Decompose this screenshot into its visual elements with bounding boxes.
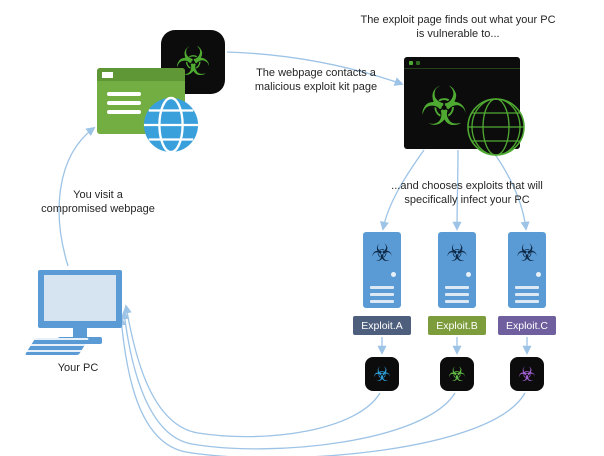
exploit-server-c-icon: ☣ — [508, 232, 546, 308]
window-dot-icon — [409, 61, 413, 65]
biohazard-icon: ☣ — [516, 239, 538, 267]
arrow-page-to-server-b — [452, 149, 462, 231]
exploit-page-header — [404, 57, 520, 69]
pc-monitor-icon — [38, 270, 122, 328]
server-line — [370, 286, 394, 289]
browser-header — [97, 68, 185, 81]
arrow-webpage-to-exploitpage — [226, 51, 404, 86]
globe-icon — [143, 96, 199, 154]
server-line — [515, 286, 539, 289]
server-line — [445, 286, 469, 289]
payload-a-icon: ☣ — [365, 357, 399, 391]
server-dot — [391, 272, 396, 277]
caption-your-pc: Your PC — [57, 362, 99, 374]
server-line — [445, 293, 469, 296]
wireframe-globe-icon — [467, 98, 525, 156]
biohazard-icon: ☣ — [448, 362, 466, 386]
pc-keyboard-icon — [24, 338, 90, 355]
browser-text-line — [107, 110, 141, 114]
caption-exploit-finds: The exploit page finds out what your PC … — [360, 14, 556, 41]
payload-b-icon: ☣ — [440, 357, 474, 391]
exploit-b-label: Exploit.B — [428, 316, 486, 335]
exploit-server-b-icon: ☣ — [438, 232, 476, 308]
pc-screen — [44, 275, 116, 321]
arrow-pc-to-webpage — [58, 126, 96, 267]
biohazard-icon: ☣ — [373, 362, 391, 386]
biohazard-icon: ☣ — [419, 75, 469, 138]
caption-webpage-contacts: The webpage contacts a malicious exploit… — [254, 67, 378, 94]
browser-text-line — [107, 92, 141, 96]
exploit-a-label: Exploit.A — [353, 316, 411, 335]
biohazard-icon: ☣ — [371, 239, 393, 267]
arrow-payload-a-to-pc — [122, 304, 381, 438]
caption-chooses-exploits: ...and chooses exploits that will specif… — [391, 180, 543, 207]
server-line — [445, 300, 469, 303]
biohazard-icon: ☣ — [446, 239, 468, 267]
pc-stand — [73, 328, 87, 337]
exploit-server-a-icon: ☣ — [363, 232, 401, 308]
window-dot-icon — [416, 61, 420, 65]
arrow-page-to-server-c — [491, 149, 530, 231]
arrow-page-to-server-a — [379, 149, 425, 231]
server-line — [370, 300, 394, 303]
server-dot — [536, 272, 541, 277]
caption-you-visit: You visit a compromised webpage — [41, 189, 155, 216]
biohazard-icon: ☣ — [518, 362, 536, 386]
server-line — [370, 293, 394, 296]
exploit-c-label: Exploit.C — [498, 316, 556, 335]
browser-tab — [102, 72, 113, 78]
browser-text-line — [107, 101, 141, 105]
server-dot — [466, 272, 471, 277]
server-line — [515, 293, 539, 296]
payload-c-icon: ☣ — [510, 357, 544, 391]
arrow-payload-b-to-pc — [120, 310, 456, 450]
server-line — [515, 300, 539, 303]
